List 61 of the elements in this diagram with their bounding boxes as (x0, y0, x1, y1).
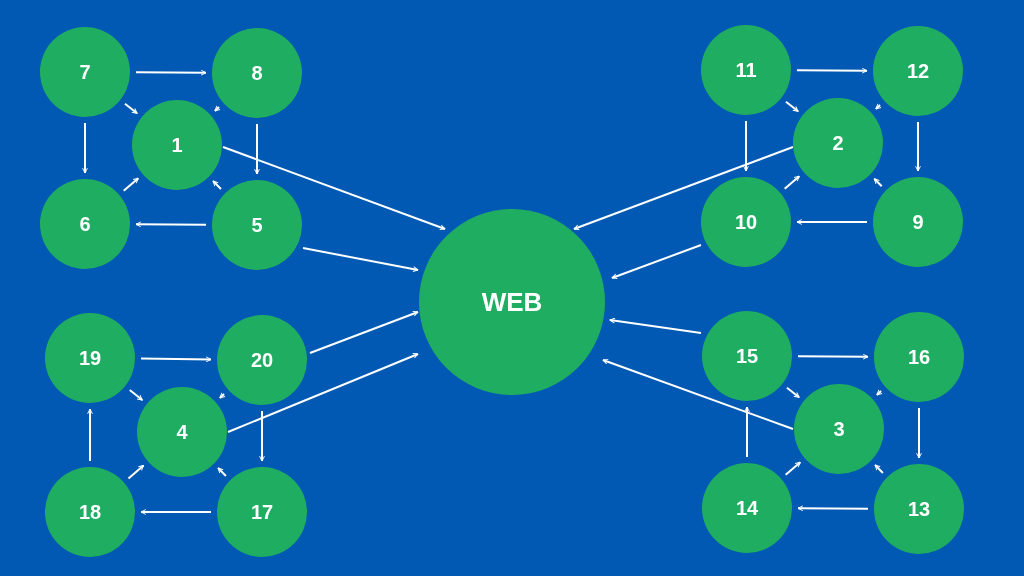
node-label: 9 (912, 210, 924, 235)
arrow (87, 408, 93, 462)
node-label: 14 (735, 496, 759, 521)
arrow (227, 353, 419, 433)
arrow (212, 180, 222, 190)
node-label: 18 (78, 500, 102, 525)
arrow (217, 467, 227, 477)
node-label: 6 (79, 212, 91, 237)
node-label: 12 (906, 59, 930, 84)
arrow (140, 509, 212, 515)
node-label: 19 (78, 346, 102, 371)
arrow (254, 123, 260, 175)
node-label: 8 (251, 61, 263, 86)
arrow (213, 105, 221, 112)
node-label: 13 (907, 497, 931, 522)
arrow (309, 311, 419, 354)
arrow (796, 67, 868, 74)
node-label: 15 (735, 344, 759, 369)
node-label: WEB (481, 285, 543, 319)
arrow (743, 120, 749, 172)
arrow (916, 407, 922, 459)
arrow (875, 389, 883, 396)
node-label: 5 (251, 213, 263, 238)
node-label: 1 (171, 133, 183, 158)
arrow (784, 100, 800, 113)
arrow (744, 406, 750, 458)
arrow (797, 505, 869, 512)
arrow (135, 69, 207, 76)
arrow (874, 103, 882, 110)
node-label: 10 (734, 210, 758, 235)
arrow (609, 317, 702, 334)
node-label: 20 (250, 348, 274, 373)
arrow (135, 221, 207, 228)
arrow (796, 219, 868, 225)
node-label: 11 (735, 58, 757, 83)
arrow (222, 146, 446, 231)
arrow (785, 386, 801, 399)
node-label: 17 (250, 500, 274, 525)
arrow (602, 358, 794, 430)
node-label: 3 (833, 417, 845, 442)
arrow (915, 121, 921, 172)
arrow (218, 392, 226, 399)
arrow (873, 177, 883, 188)
arrow (122, 177, 140, 192)
arrow (82, 122, 88, 174)
arrow (784, 461, 802, 476)
arrow (302, 247, 419, 272)
arrow (123, 102, 139, 115)
arrow (797, 353, 869, 360)
arrow (874, 464, 884, 474)
arrow (127, 464, 145, 480)
node-label: 7 (79, 60, 91, 85)
arrow (128, 388, 144, 402)
node-label: 4 (176, 420, 188, 445)
arrow (611, 244, 702, 280)
arrow (783, 175, 801, 190)
node-label: 2 (832, 131, 844, 156)
arrow (573, 146, 794, 231)
arrow (140, 356, 212, 363)
arrow (259, 410, 265, 462)
node-label: 16 (907, 345, 931, 370)
